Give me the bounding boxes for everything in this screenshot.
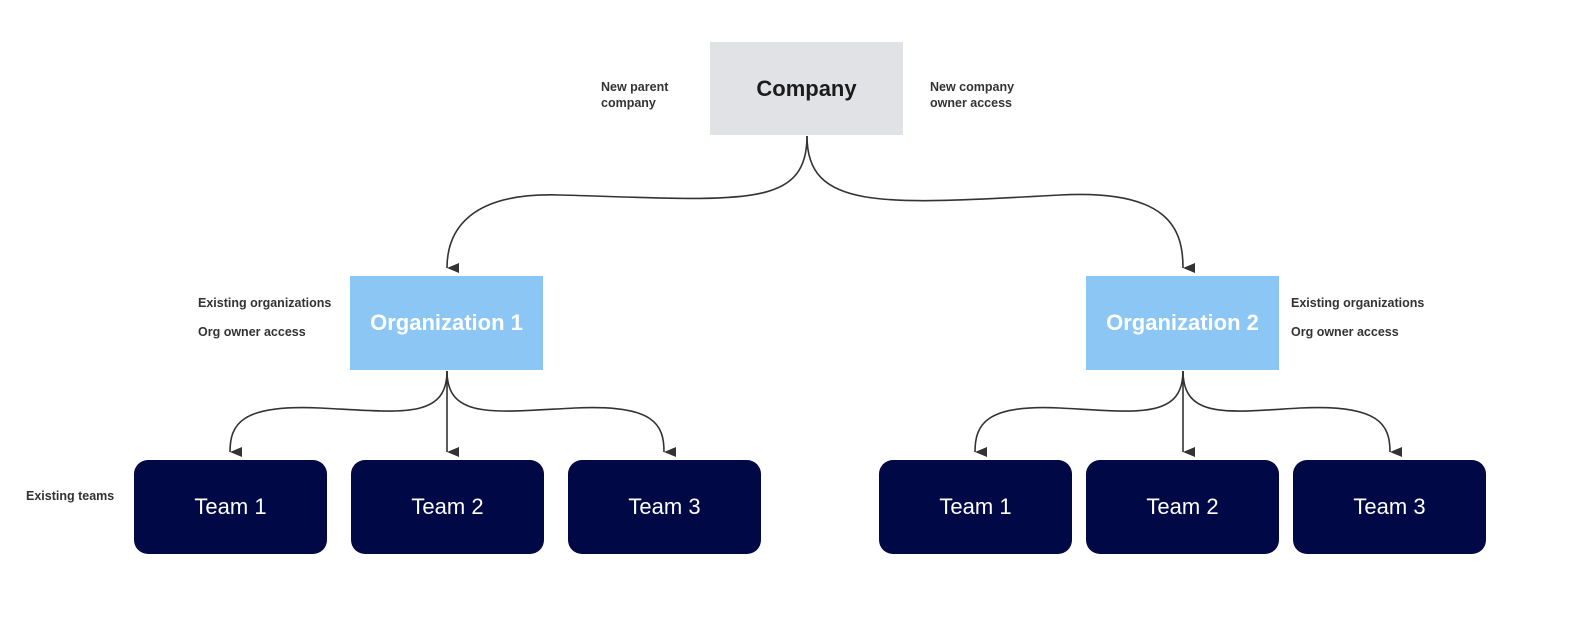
- company-note-right: New company owner access: [930, 79, 1014, 111]
- company-note-right-line-2: owner access: [930, 96, 1012, 110]
- company-note-left-line-1: New parent: [601, 80, 669, 94]
- org2-team-1-label: Team 1: [939, 494, 1012, 519]
- org1-team-3-node: Team 3: [568, 460, 761, 554]
- company-note-left-line-2: company: [601, 96, 656, 110]
- org2-team-2-label: Team 2: [1146, 494, 1219, 519]
- org2-team-1-node: Team 1: [879, 460, 1072, 554]
- org1-team-2-label: Team 2: [411, 494, 484, 519]
- organization-1-note-access: Org owner access: [198, 325, 306, 339]
- organization-1-label: Organization 1: [370, 310, 523, 335]
- org2-team-2-node: Team 2: [1086, 460, 1279, 554]
- org1-team-3-label: Team 3: [628, 494, 701, 519]
- org2-team-3-label: Team 3: [1353, 494, 1426, 519]
- connector-org2-to-team3: [1182, 370, 1403, 457]
- org2-team-3-node: Team 3: [1293, 460, 1486, 554]
- company-note-right-line-1: New company: [930, 80, 1015, 94]
- organization-1-node: Organization 1: [350, 276, 543, 370]
- organization-2-note-access: Org owner access: [1291, 325, 1399, 339]
- company-label: Company: [756, 75, 857, 101]
- connector-org1-to-team1: [229, 370, 448, 458]
- organization-2-label: Organization 2: [1106, 310, 1259, 335]
- connector-company-to-org2: [806, 135, 1196, 273]
- organization-2-node: Organization 2: [1086, 276, 1279, 370]
- company-note-left: New parent company: [601, 79, 668, 111]
- connector-org1-to-team3: [446, 370, 677, 457]
- organization-1-note-existing: Existing organizations: [198, 296, 332, 310]
- org1-team-2-node: Team 2: [351, 460, 544, 554]
- connector-company-to-org1: [446, 135, 808, 274]
- organization-2-note-existing: Existing organizations: [1291, 296, 1425, 310]
- connector-org2-to-team1: [974, 370, 1184, 458]
- org1-team-1-node: Team 1: [134, 460, 327, 554]
- company-node: Company: [710, 42, 903, 135]
- teams-note: Existing teams: [26, 489, 115, 503]
- org1-team-1-label: Team 1: [194, 494, 267, 519]
